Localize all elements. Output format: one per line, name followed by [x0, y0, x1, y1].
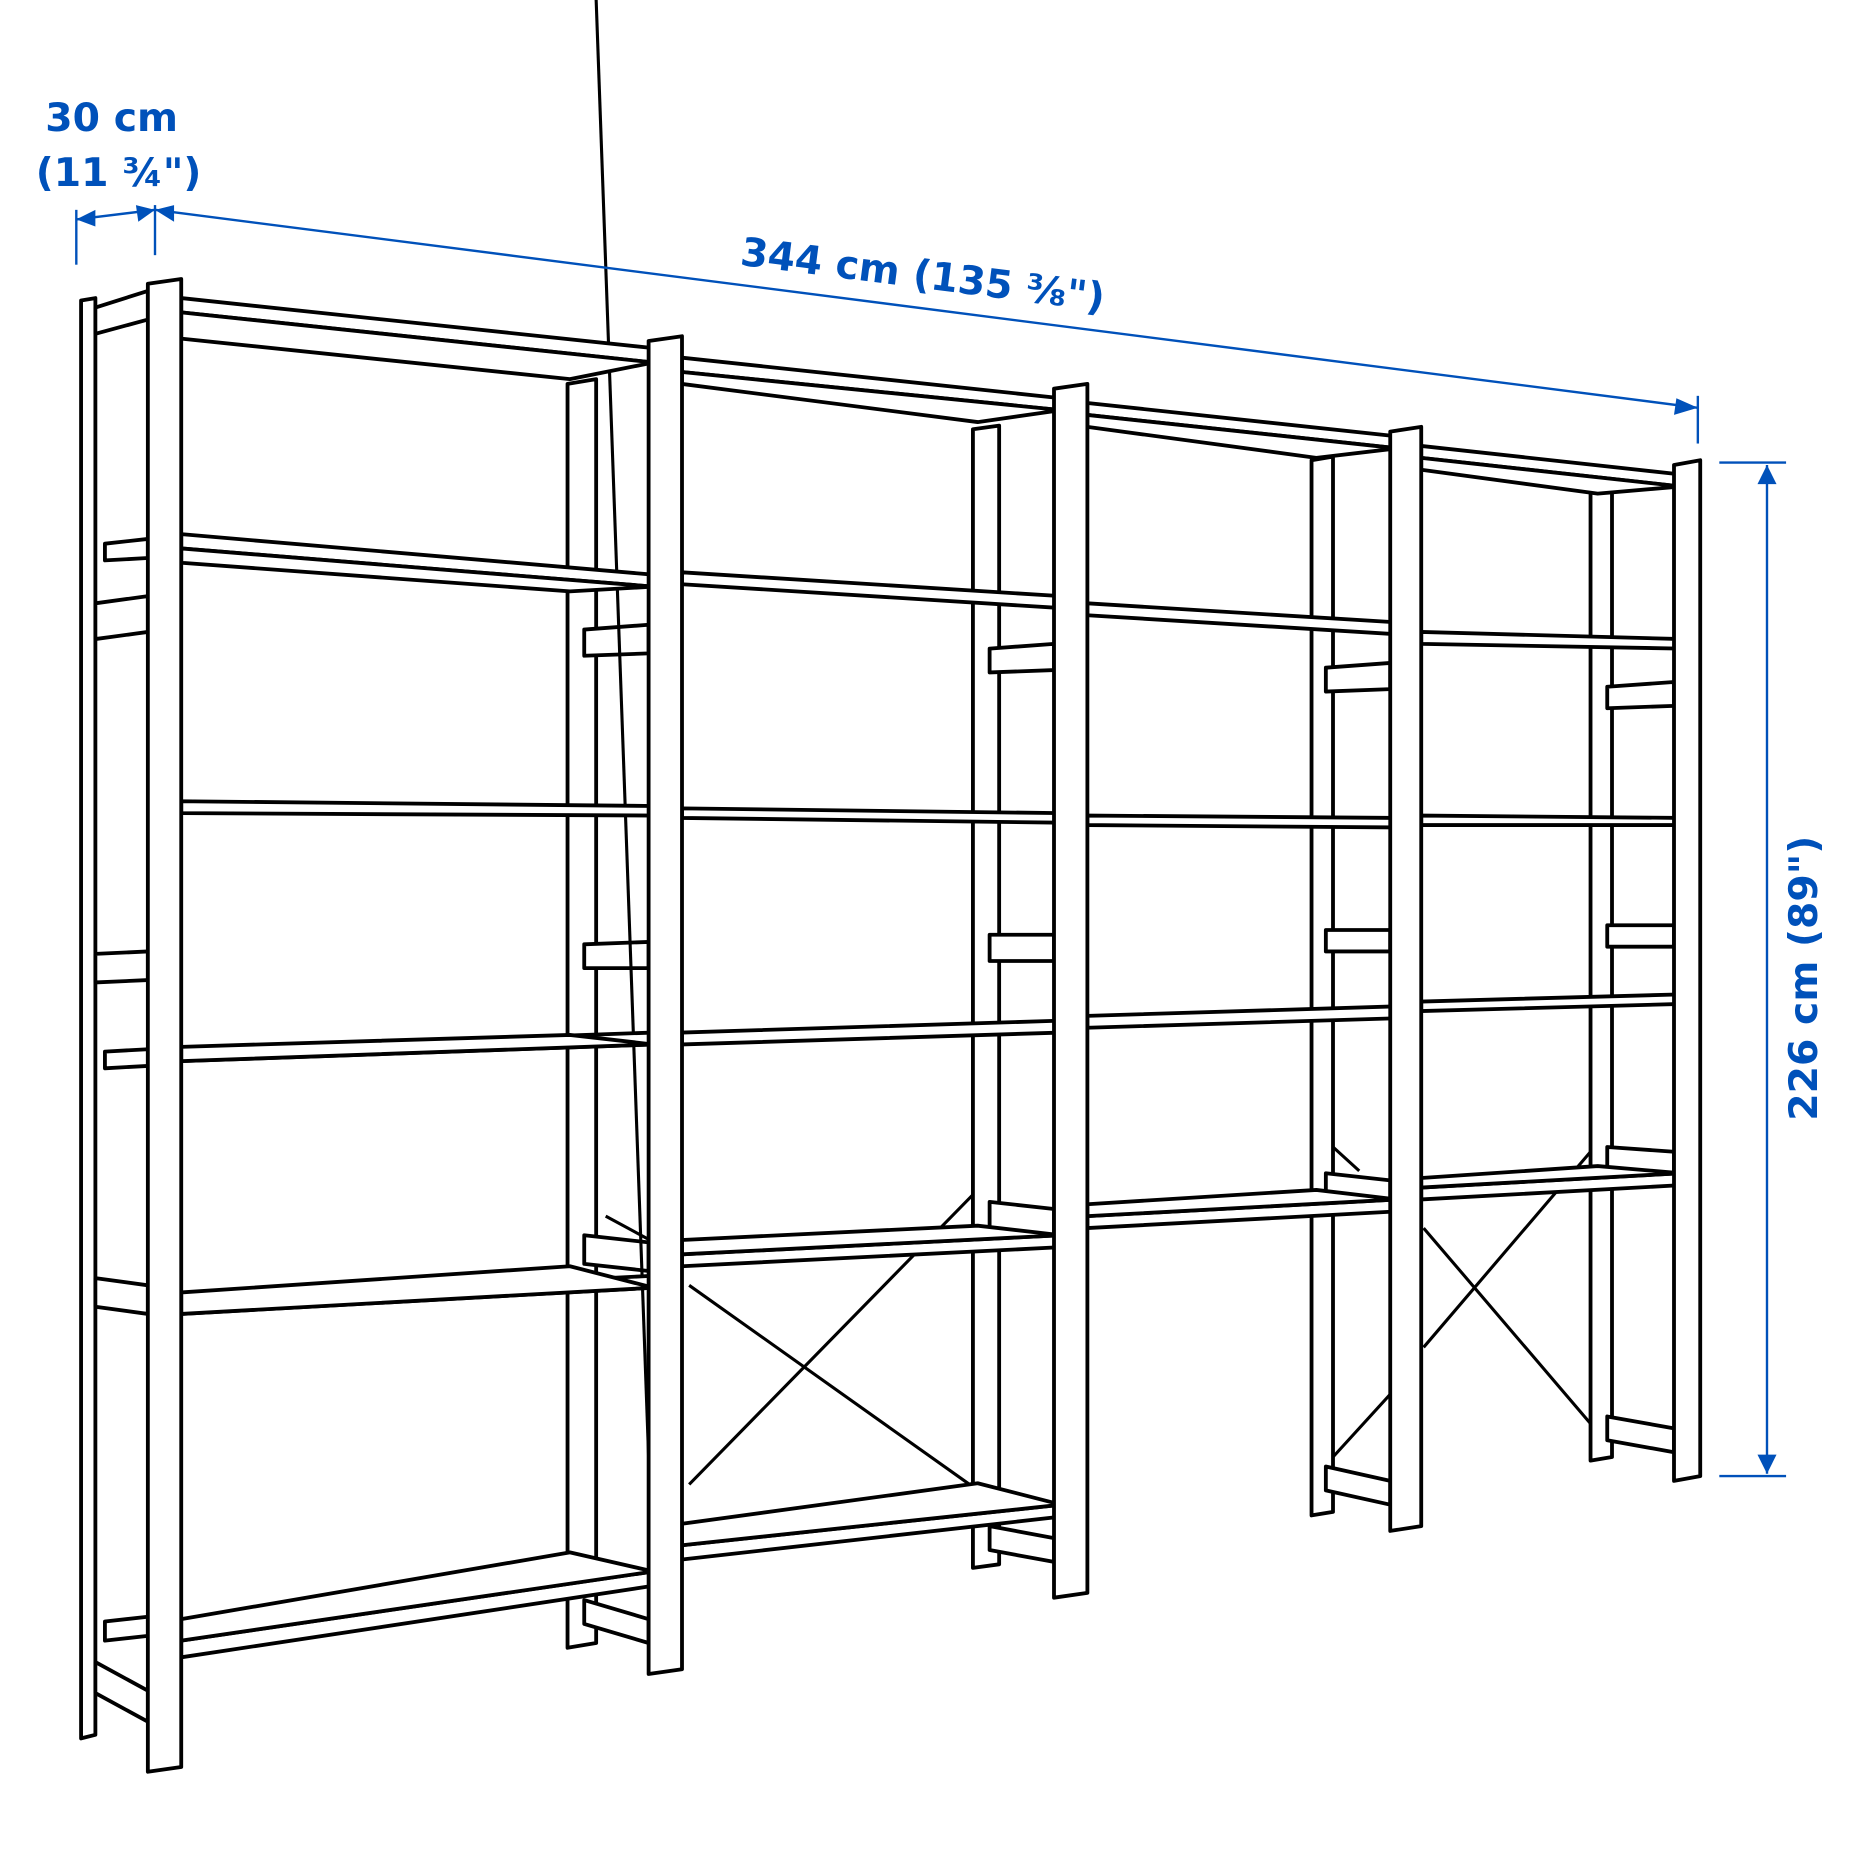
height-dimension: 226 cm (89")	[1719, 461, 1827, 1478]
shelves-section-4	[1419, 444, 1684, 1202]
depth-metric-label: 30 cm	[45, 95, 178, 141]
depth-imperial-label: (11 ¾")	[36, 150, 202, 196]
front-posts	[145, 277, 1703, 1774]
shelves-section-3	[1085, 401, 1400, 1230]
height-label: 226 cm (89")	[1781, 836, 1827, 1121]
shelves-section-2	[680, 355, 1064, 1562]
depth-dimension: 30 cm (11 ¾")	[36, 95, 202, 265]
